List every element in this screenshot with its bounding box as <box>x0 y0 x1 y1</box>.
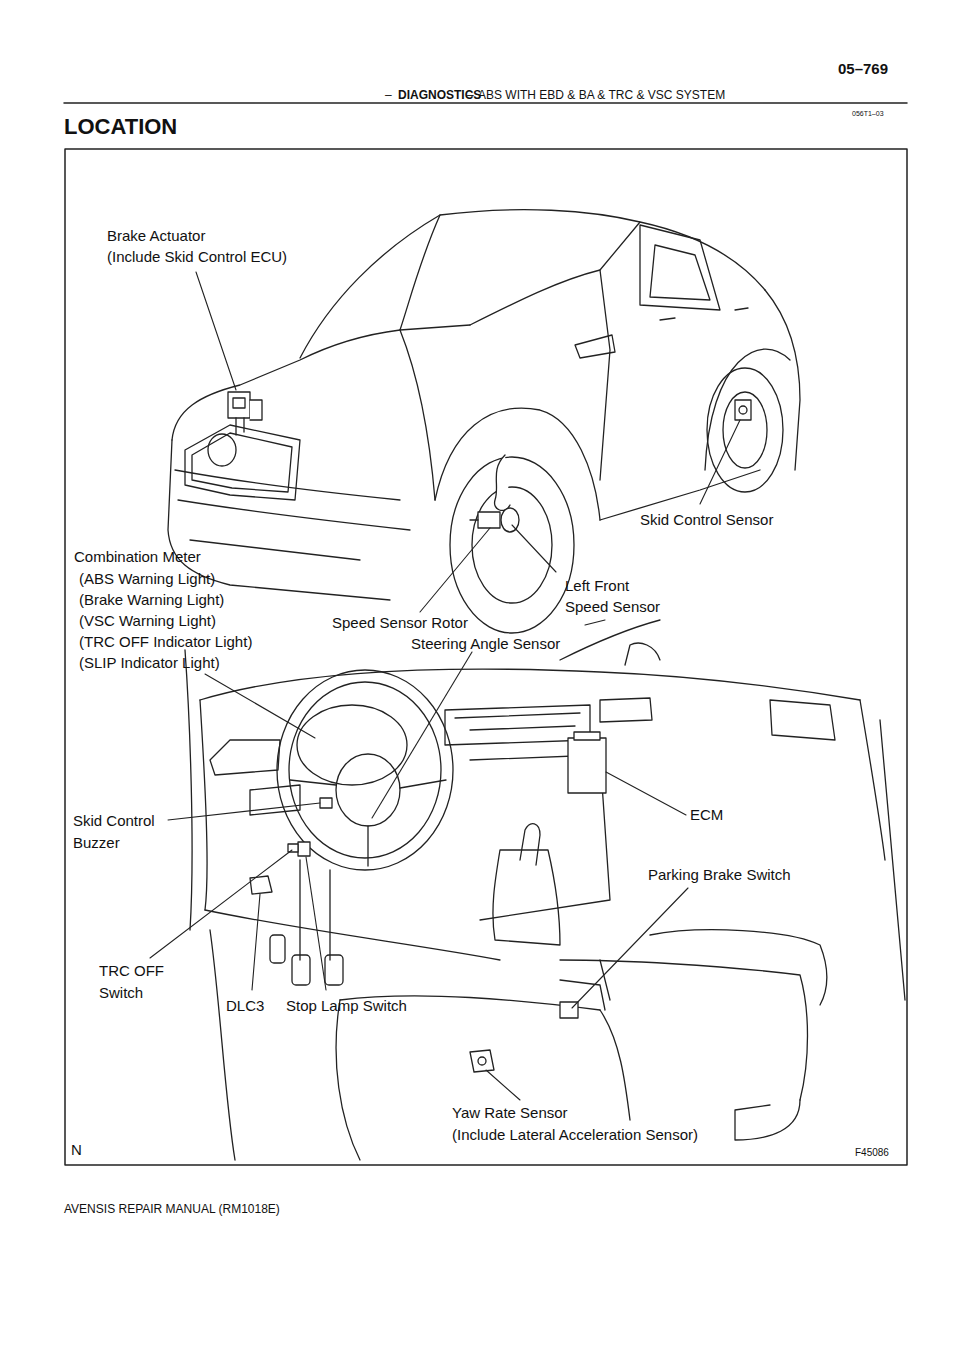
page-title: LOCATION <box>64 114 177 140</box>
page-number: 05–769 <box>838 60 888 77</box>
part-name: Switch <box>99 984 143 1001</box>
brake-actuator-symbol <box>228 392 262 435</box>
part-note: (Include Lateral Acceleration Sensor) <box>452 1126 698 1143</box>
part-name: Left Front <box>565 577 629 594</box>
part-name: Parking Brake Switch <box>648 866 791 883</box>
part-name: TRC OFF <box>99 962 164 979</box>
part-name: Speed Sensor Rotor <box>332 614 468 631</box>
part-name: Brake Actuator <box>107 227 205 244</box>
part-name: Combination Meter <box>74 548 201 565</box>
part-name: Buzzer <box>73 834 120 851</box>
part-note: (Brake Warning Light) <box>79 591 224 608</box>
figure-frame <box>65 149 907 1165</box>
part-note: (TRC OFF Indicator Light) <box>79 633 252 650</box>
dashboard-drawing <box>185 620 905 1160</box>
part-name: ECM <box>690 806 723 823</box>
system-title: ABS WITH EBD & BA & TRC & VSC SYSTEM <box>478 89 725 103</box>
north-mark: N <box>71 1141 82 1158</box>
rear-sensor-symbol <box>735 400 751 420</box>
manual-footer: AVENSIS REPAIR MANUAL (RM1018E) <box>64 1203 280 1217</box>
leader-lines <box>150 272 740 1100</box>
parts-symbols <box>250 732 606 1072</box>
part-name: Yaw Rate Sensor <box>452 1104 568 1121</box>
part-name: Speed Sensor <box>565 598 660 615</box>
part-name: Skid Control Sensor <box>640 511 773 528</box>
car-drawing <box>168 210 800 633</box>
figure-code: F45086 <box>855 1147 889 1159</box>
header-dash: – <box>467 89 474 103</box>
part-note: (Include Skid Control ECU) <box>107 248 287 265</box>
header-dash: – <box>385 89 392 103</box>
part-note: (VSC Warning Light) <box>79 612 216 629</box>
part-name: Skid Control <box>73 812 155 829</box>
part-name: Steering Angle Sensor <box>411 635 560 652</box>
speed-sensor-symbol <box>470 455 519 532</box>
part-name: Stop Lamp Switch <box>286 997 407 1014</box>
part-note: (SLIP Indicator Light) <box>79 654 220 671</box>
part-note: (ABS Warning Light) <box>79 570 215 587</box>
header-rule <box>64 102 907 104</box>
doc-code: 056T1–03 <box>852 110 884 118</box>
part-name: DLC3 <box>226 997 264 1014</box>
